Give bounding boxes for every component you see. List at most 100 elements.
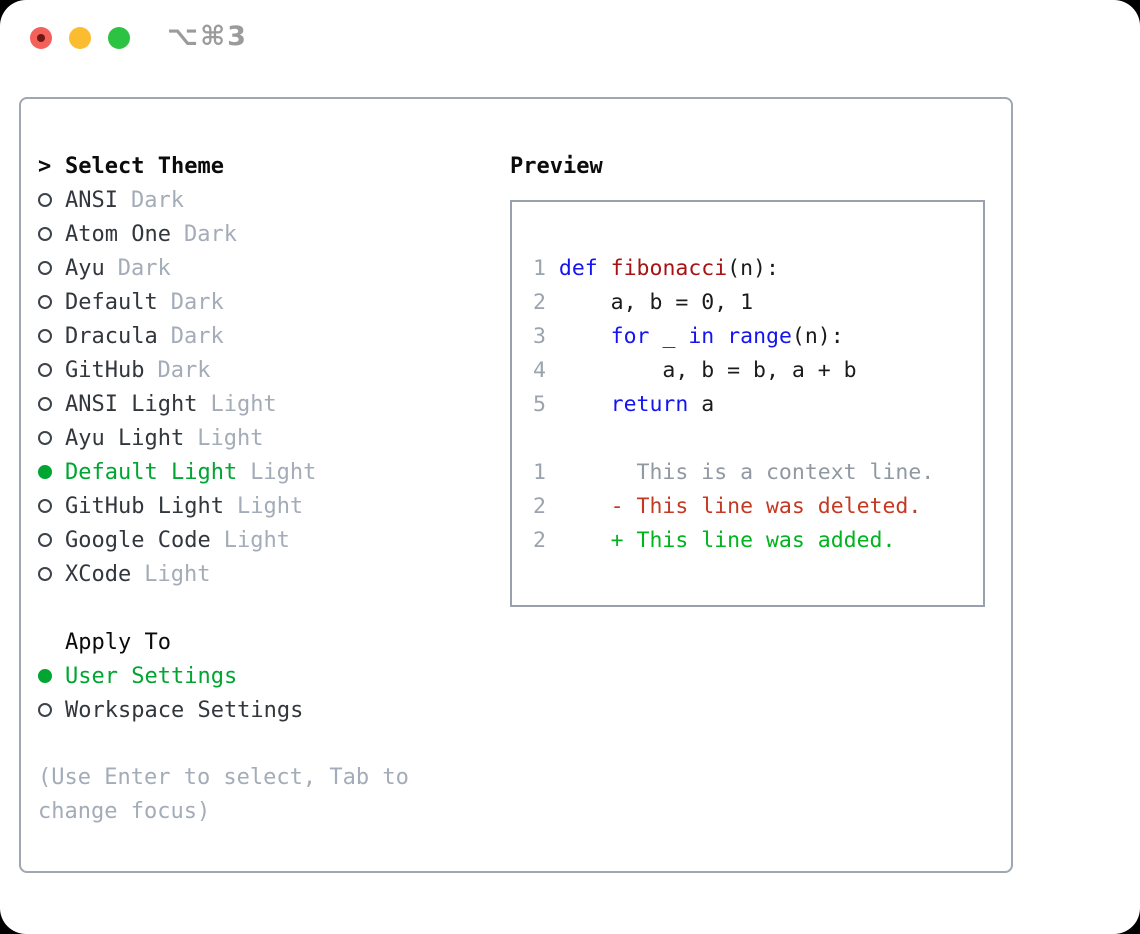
- apply-to-list: User Settings Workspace Settings: [38, 659, 483, 727]
- theme-variant-badge: Light: [250, 459, 317, 485]
- theme-variant-badge: Dark: [183, 221, 237, 247]
- apply-option-user-settings[interactable]: User Settings: [38, 659, 483, 693]
- line-number: 1: [533, 255, 546, 281]
- radio-icon: [38, 397, 52, 411]
- apply-to-title-row: Apply To: [38, 625, 483, 659]
- line-number: 1: [533, 459, 546, 485]
- theme-option-atom-one-dark[interactable]: Atom One Dark: [38, 217, 483, 251]
- spacer: [38, 591, 483, 625]
- bullet-col: [38, 363, 65, 377]
- minimize-button[interactable]: [69, 27, 91, 49]
- line-number: 2: [533, 493, 546, 519]
- theme-option-ansi-dark[interactable]: ANSI Dark: [38, 183, 483, 217]
- theme-option-github-dark[interactable]: GitHub Dark: [38, 353, 483, 387]
- preview-line: [533, 421, 983, 455]
- theme-option-dracula-dark[interactable]: Dracula Dark: [38, 319, 483, 353]
- preview-line: 4 a, b = b, a + b: [533, 353, 983, 387]
- code-segment: (n):: [791, 323, 844, 349]
- radio-icon: [38, 567, 52, 581]
- radio-icon: [38, 703, 52, 717]
- code-segment: - This line was deleted.: [558, 493, 922, 519]
- apply-option-label: Workspace Settings: [65, 697, 304, 723]
- code-segment: a, b = 0, 1: [558, 289, 754, 315]
- close-dot-icon: [37, 34, 45, 42]
- theme-name: Dracula: [65, 323, 158, 349]
- theme-picker-title-row: > Select Theme: [38, 149, 483, 183]
- bullet-col: [38, 567, 65, 581]
- apply-option-workspace-settings[interactable]: Workspace Settings: [38, 693, 483, 727]
- preview-line: 2 a, b = 0, 1: [533, 285, 983, 319]
- code-segment: (n):: [727, 255, 779, 281]
- code-segment: a, b = b, a + b: [558, 357, 857, 383]
- theme-option-ansi-light-light[interactable]: ANSI Light Light: [38, 387, 483, 421]
- preview-line: 2 + This line was added.: [533, 523, 983, 557]
- theme-option-ayu-dark[interactable]: Ayu Dark: [38, 251, 483, 285]
- theme-picker: > Select Theme ANSI Dark Atom One Dark A…: [38, 149, 483, 829]
- bullet-col: [38, 465, 65, 479]
- selection-caret-icon: >: [38, 153, 52, 179]
- theme-name: GitHub Light: [65, 493, 224, 519]
- line-number: 5: [533, 391, 546, 417]
- theme-name: ANSI: [65, 187, 118, 213]
- theme-name: Atom One: [65, 221, 171, 247]
- theme-option-default-dark[interactable]: Default Dark: [38, 285, 483, 319]
- code-segment: range: [727, 323, 792, 349]
- preview-line: 1 This is a context line.: [533, 455, 983, 489]
- theme-option-default-light-light[interactable]: Default Light Light: [38, 455, 483, 489]
- close-button[interactable]: [30, 27, 52, 49]
- theme-option-ayu-light-light[interactable]: Ayu Light Light: [38, 421, 483, 455]
- main-panel: > Select Theme ANSI Dark Atom One Dark A…: [19, 97, 1013, 873]
- code-segment: This is a context line.: [558, 459, 935, 485]
- theme-name: Default Light: [65, 459, 238, 485]
- code-segment: [714, 324, 727, 349]
- bullet-col: [38, 703, 65, 717]
- theme-variant-badge: Light: [223, 527, 290, 553]
- hint-text: (Use Enter to select, Tab to change focu…: [38, 765, 409, 824]
- theme-variant-badge: Light: [236, 493, 304, 519]
- line-number: 3: [533, 323, 546, 349]
- bullet-col: [38, 397, 65, 411]
- bullet-col: [38, 669, 65, 683]
- theme-option-github-light-light[interactable]: GitHub Light Light: [38, 489, 483, 523]
- theme-variant-badge: Dark: [117, 255, 171, 281]
- theme-name: XCode: [65, 561, 132, 587]
- theme-variant-badge: Dark: [157, 357, 211, 383]
- radio-icon: [38, 431, 52, 445]
- theme-name: GitHub: [65, 357, 145, 383]
- theme-variant-badge: Light: [210, 391, 277, 417]
- bullet-col: [38, 329, 65, 343]
- theme-name: Ayu Light: [65, 425, 185, 451]
- bullet-col: [38, 431, 65, 445]
- theme-variant-badge: Light: [197, 425, 264, 451]
- maximize-button[interactable]: [108, 27, 130, 49]
- code-segment: + This line was added.: [558, 527, 896, 553]
- preview-line: 2 - This line was deleted.: [533, 489, 983, 523]
- code-segment: return: [610, 391, 689, 417]
- radio-icon: [38, 363, 52, 377]
- code-segment: for: [610, 323, 650, 349]
- theme-variant-badge: Dark: [170, 323, 224, 349]
- bullet-col: [38, 261, 65, 275]
- radio-icon: [38, 295, 52, 309]
- theme-picker-title: Select Theme: [65, 153, 224, 179]
- radio-icon: [38, 499, 52, 513]
- code-segment: _: [649, 323, 689, 349]
- theme-variant-badge: Light: [144, 561, 211, 587]
- preview-line: 3 for _ in range(n):: [533, 319, 983, 353]
- theme-variant-badge: Dark: [130, 187, 184, 213]
- preview-title: Preview: [510, 153, 603, 179]
- bullet-col: [38, 227, 65, 241]
- bullet-col: [38, 193, 65, 207]
- bullet-col: [38, 533, 65, 547]
- bullet-col: [38, 295, 65, 309]
- code-segment: fibonacci: [610, 255, 728, 281]
- theme-option-google-code-light[interactable]: Google Code Light: [38, 523, 483, 557]
- theme-option-xcode-light[interactable]: XCode Light: [38, 557, 483, 591]
- theme-variant-badge: Dark: [170, 289, 224, 315]
